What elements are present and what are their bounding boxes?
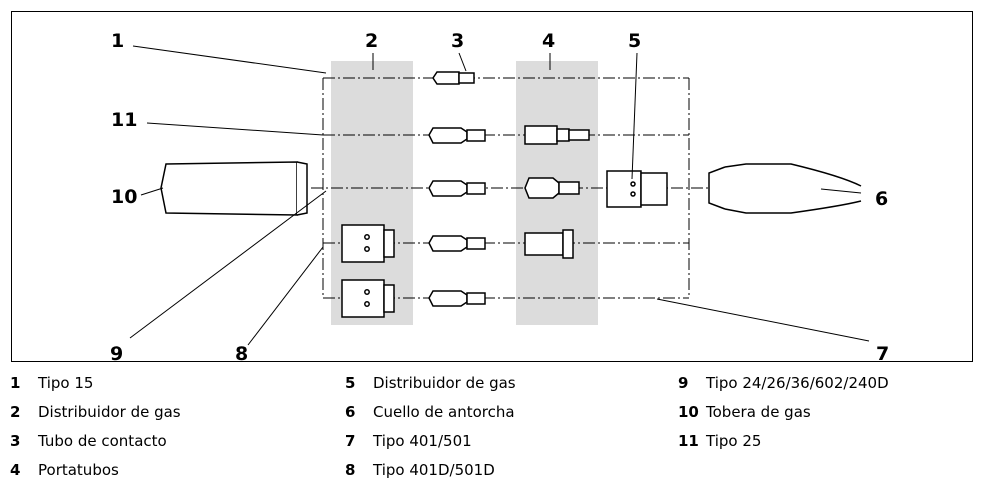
torch-parts-diagram: 1 2 3 4 5 11 10 6 7 8 9 [110, 30, 889, 363]
legend-label: Tobera de gas [706, 403, 811, 421]
callout-8: 8 [235, 343, 248, 363]
legend-number: 1 [10, 374, 21, 392]
callout-6: 6 [875, 188, 888, 210]
legend-number: 4 [10, 461, 21, 479]
callout-11: 11 [111, 109, 137, 131]
exploded-diagram-frame: 1 2 3 4 5 11 10 6 7 8 9 [11, 11, 973, 363]
legend-label: Tipo 401/501 [373, 432, 472, 450]
parts-legend: 1 Tipo 15 2 Distribuidor de gas 3 Tubo d… [0, 372, 984, 496]
callout-5: 5 [628, 30, 641, 52]
torch-neck-part [708, 163, 862, 214]
callout-4: 4 [542, 30, 555, 52]
legend-number: 9 [678, 374, 689, 392]
legend-label: Tubo de contacto [38, 432, 167, 450]
callout-10: 10 [111, 186, 137, 208]
callout-1: 1 [111, 30, 124, 52]
legend-label: Portatubos [38, 461, 119, 479]
legend-number: 8 [345, 461, 356, 479]
legend-number: 5 [345, 374, 356, 392]
legend-number: 11 [678, 432, 699, 450]
gas-distributor-parts [341, 224, 395, 318]
legend-label: Tipo 24/26/36/602/240D [706, 374, 889, 392]
legend-number: 2 [10, 403, 21, 421]
legend-number: 6 [345, 403, 356, 421]
legend-label: Tipo 15 [38, 374, 94, 392]
callout-2: 2 [365, 30, 378, 52]
legend-label: Tipo 401D/501D [373, 461, 495, 479]
leader-lines [129, 45, 870, 346]
legend-label: Tipo 25 [706, 432, 762, 450]
legend-label: Cuello de antorcha [373, 403, 515, 421]
callout-3: 3 [451, 30, 464, 52]
tube-holder-parts [524, 125, 590, 259]
legend-number: 3 [10, 432, 21, 450]
contact-tips [428, 127, 486, 307]
callout-7: 7 [876, 343, 889, 363]
legend-label: Distribuidor de gas [373, 374, 516, 392]
callout-9: 9 [110, 343, 123, 363]
gas-distributor-5-part [606, 170, 668, 208]
legend-number: 10 [678, 403, 699, 421]
legend-label: Distribuidor de gas [38, 403, 181, 421]
contact-tube-top [432, 71, 475, 85]
gas-nozzle-part [160, 161, 308, 216]
legend-number: 7 [345, 432, 356, 450]
